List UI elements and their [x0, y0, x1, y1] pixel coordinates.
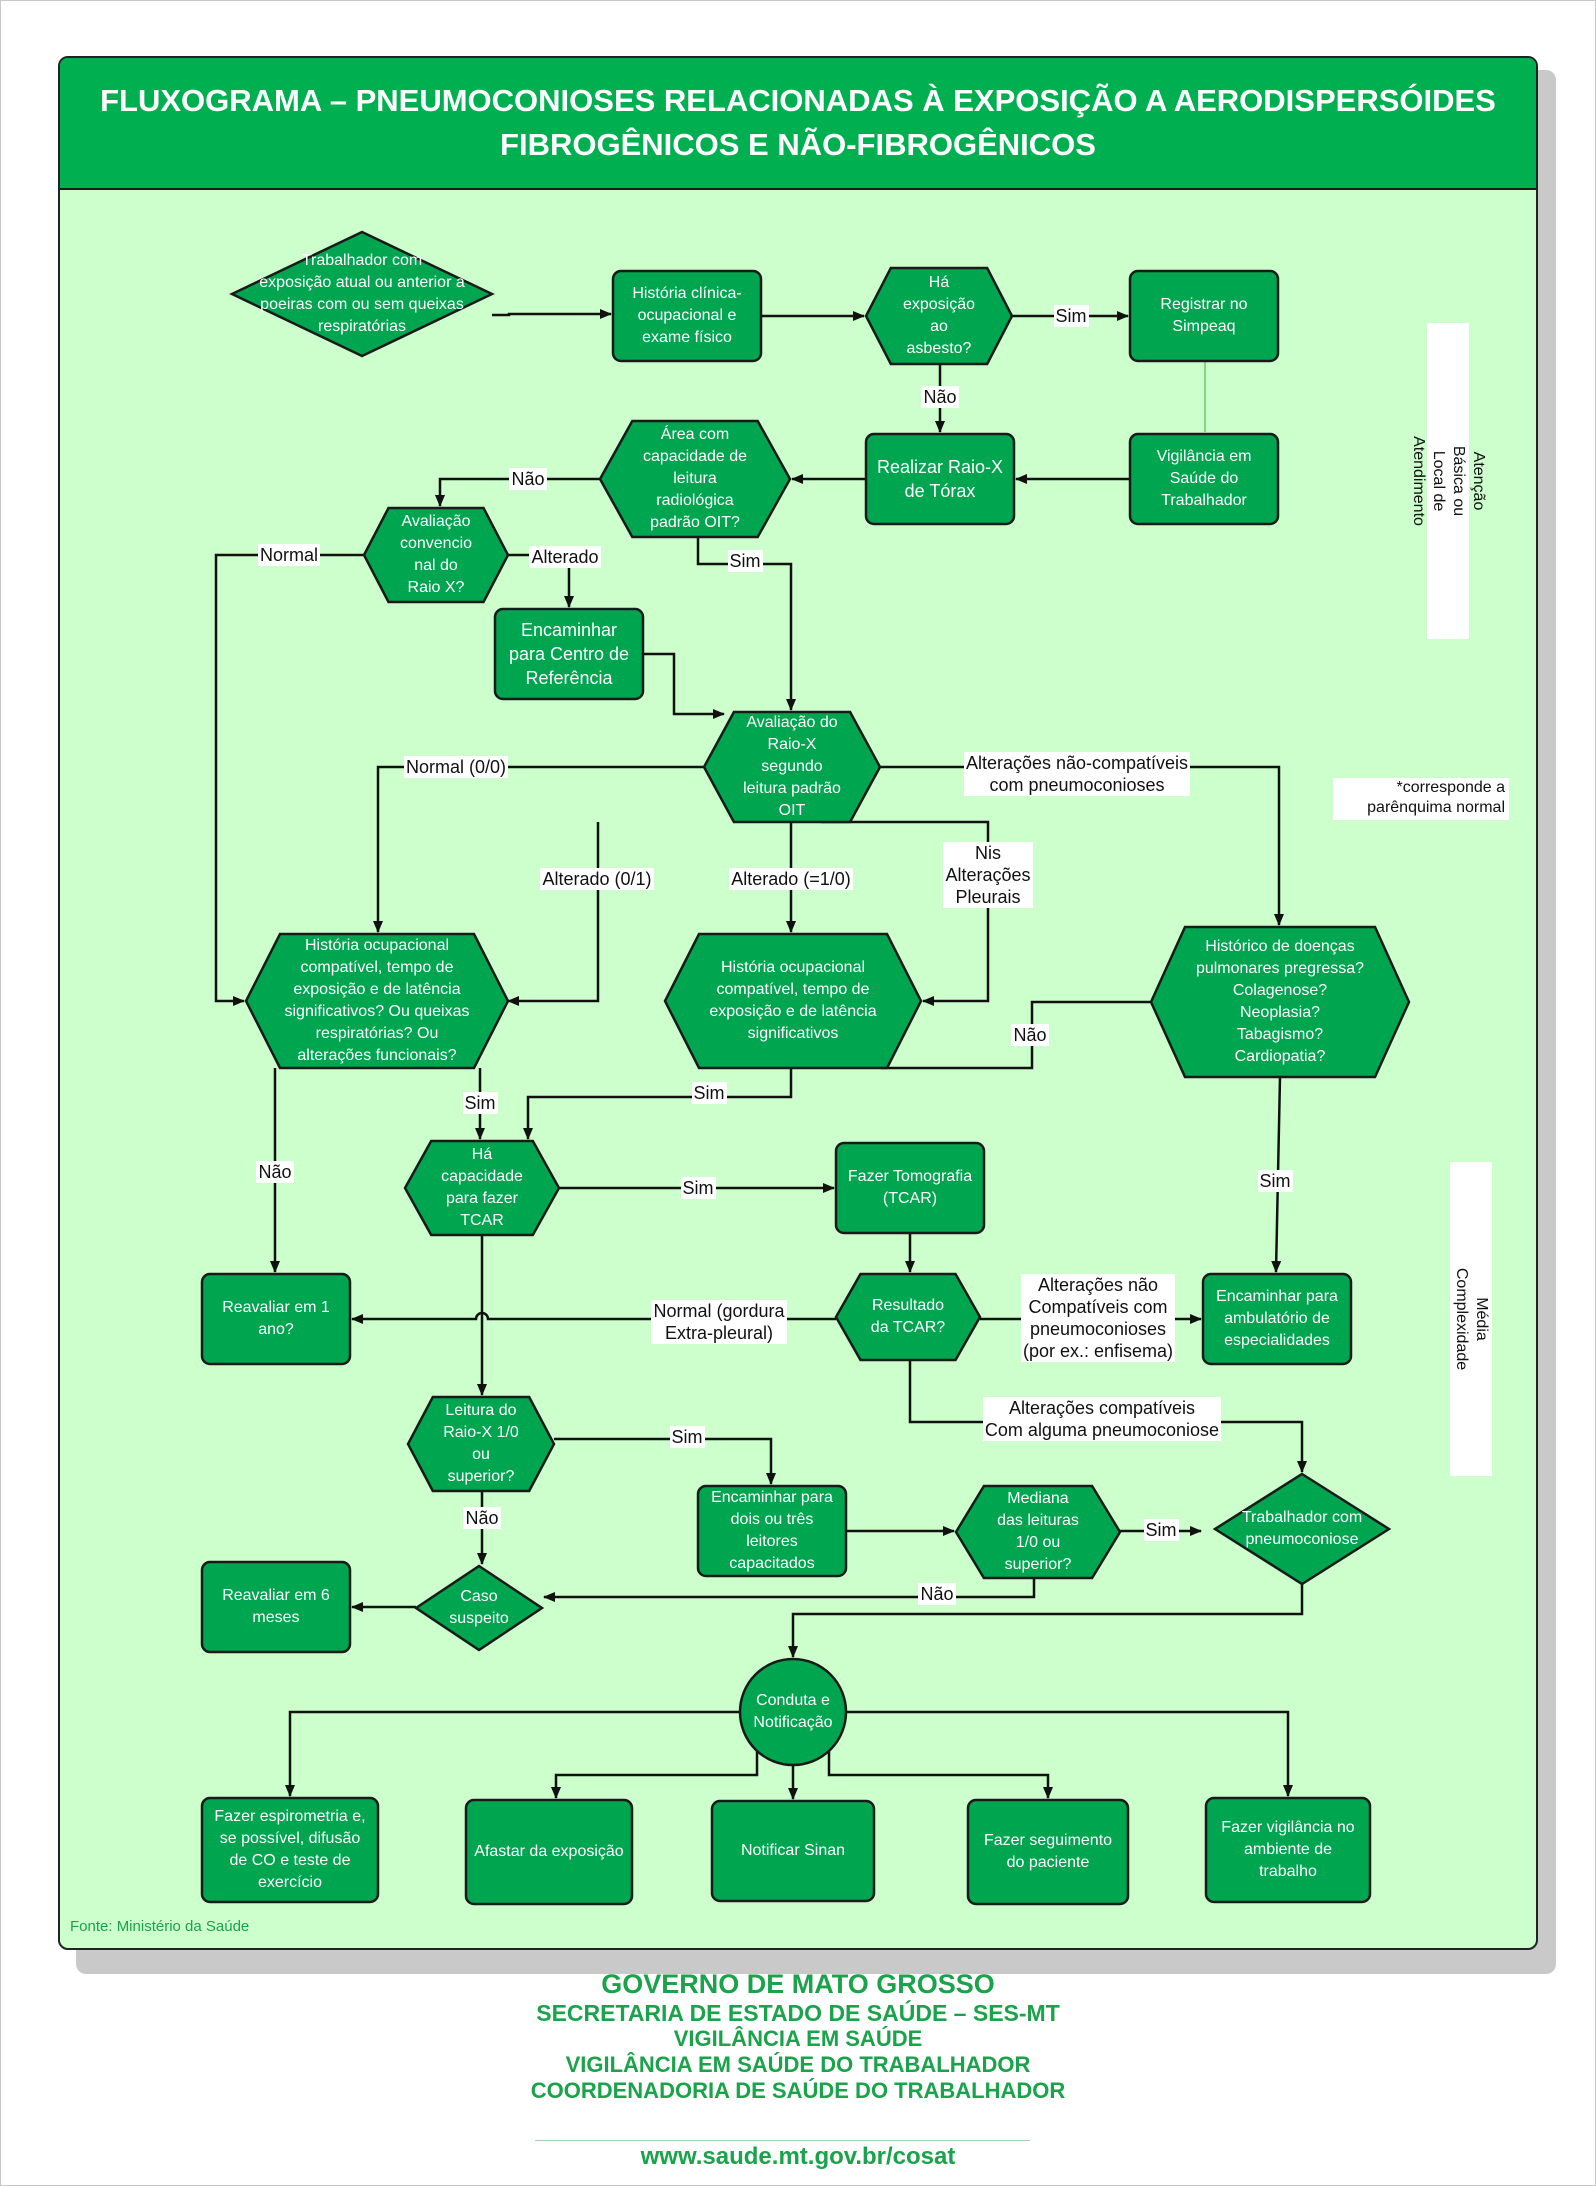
node-notificar-shape: [710, 1799, 876, 1903]
node-encaminhar-leitores-shape: [696, 1484, 848, 1578]
node-afastar-shape: [464, 1798, 634, 1906]
footer-divider: [535, 2140, 1030, 2141]
edge-label-normal-conv: Normal: [257, 544, 320, 566]
connector-12: [643, 652, 725, 719]
edge-label-sim-queixas: Sim: [462, 1092, 498, 1114]
node-vigilancia-shape: [1128, 432, 1280, 526]
node-espirometria-shape: [200, 1796, 380, 1904]
source-note: Fonte: Ministério da Saúde: [70, 1918, 250, 1935]
node-registrar-shape: [1128, 269, 1280, 363]
edge-label-sim-mediana: Sim: [1143, 1519, 1179, 1541]
footer-worker-surveillance: VIGILÂNCIA EM SAÚDE DO TRABALHADOR: [565, 2052, 1031, 2077]
title-line-2: FIBROGÊNICOS E NÃO-FIBROGÊNICOS: [500, 127, 1096, 162]
connector-17: [821, 820, 990, 1006]
connector-39: [827, 1749, 1053, 1799]
node-exposicao-asbesto-shape: [864, 266, 1014, 366]
edge-label-alteracoes-compat: Alterações compatíveis Com alguma pneumo…: [982, 1397, 1222, 1441]
connector-29: [554, 1437, 776, 1485]
footer-government: GOVERNO DE MATO GROSSO: [601, 1969, 995, 1999]
edge-label-alteracoes-nao-compat2: Alterações não Compatíveis com pneumocon…: [1020, 1274, 1176, 1362]
node-historia-clinica-shape: [611, 269, 763, 363]
node-reavaliar-6meses-shape: [200, 1560, 352, 1654]
node-reavaliar-1ano-shape: [200, 1272, 352, 1366]
node-trabalhador-pneumo-shape: [1212, 1472, 1392, 1586]
edge-label-alterado-conv: Alterado: [529, 546, 601, 568]
node-trabalhador-shape: [229, 230, 495, 358]
connector-40: [846, 1710, 1293, 1797]
edge-label-normal-00: Normal (0/0): [403, 756, 509, 778]
connector-1: [492, 309, 612, 319]
edge-label-alterado-10: Alterado (=1/0): [729, 868, 853, 890]
node-historia-latencia-shape: [663, 932, 923, 1070]
edge-label-sim-tcar: Sim: [680, 1177, 716, 1199]
side-label-primary-care: Atenção Básica ou Local de Atendimento: [1410, 323, 1487, 639]
connector-34: [788, 1584, 1304, 1658]
edge-label-nao-area: Não: [509, 468, 547, 490]
connector-15: [507, 822, 600, 1006]
edge-label-normal-gordura: Normal (gordura Extra-pleural): [651, 1300, 787, 1344]
node-resultado-tcar-shape: [834, 1272, 982, 1362]
connector-36: [285, 1710, 740, 1797]
node-avaliacao-oit-shape: [702, 710, 882, 824]
node-fazer-tomografia-shape: [834, 1141, 986, 1235]
footer-secretariat: SECRETARIA DE ESTADO DE SAÚDE – SES-MT: [536, 2000, 1060, 2026]
node-historico-doencas-shape: [1149, 925, 1411, 1079]
node-mediana-shape: [954, 1484, 1122, 1580]
connector-21: [523, 1068, 793, 1140]
node-seguimento-shape: [966, 1798, 1130, 1906]
node-avaliacao-conv-shape: [362, 506, 510, 604]
edge-label-alteracoes-nao-compat: Alterações não-compatíveis com pneumocon…: [963, 752, 1191, 796]
edge-label-nao-historico: Não: [1011, 1024, 1049, 1046]
node-encaminhar-centro-shape: [493, 607, 645, 701]
node-historia-queixas-shape: [244, 932, 510, 1070]
node-vigilancia-ambiente-shape: [1204, 1796, 1372, 1904]
edge-label-sim-registrar: Sim: [1053, 305, 1089, 327]
node-leitura-raio-shape: [406, 1395, 556, 1493]
node-area-leitura-shape: [598, 419, 792, 539]
connector-13: [373, 765, 704, 933]
edge-label-nis-pleurais: Nis Alterações Pleurais: [943, 842, 1033, 908]
edge-label-nao-leitura: Não: [463, 1507, 501, 1529]
node-raio-x-shape: [864, 432, 1016, 526]
footer-coordination: COORDENADORIA DE SAÚDE DO TRABALHADOR: [530, 2078, 1066, 2103]
edge-label-nao-asbesto: Não: [921, 386, 959, 408]
node-caso-suspeito-shape: [413, 1564, 545, 1652]
edge-label-sim-area: Sim: [727, 550, 763, 572]
title-banner: FLUXOGRAMA – PNEUMOCONIOSES RELACIONADAS…: [60, 58, 1536, 190]
footer-url[interactable]: www.saude.mt.gov.br/cosat: [640, 2143, 956, 2170]
edge-label-nao-queixas: Não: [256, 1161, 294, 1183]
connector-33: [543, 1578, 1036, 1602]
side-label-primary-care-text: Atenção Básica ou Local de Atendimento: [1410, 436, 1487, 526]
edge-label-sim-leitura: Sim: [669, 1426, 705, 1448]
connector-8: [435, 477, 600, 507]
edge-label-sim-historico: Sim: [1257, 1170, 1293, 1192]
side-label-medium-complexity: Média Complexidade: [1450, 1162, 1492, 1476]
footer-health-surveillance: VIGILÂNCIA EM SAÚDE: [673, 2026, 923, 2051]
footer: GOVERNO DE MATO GROSSO SECRETARIA DE EST…: [0, 1968, 1596, 2104]
footnote: *corresponde a parênquima normal: [1333, 778, 1509, 820]
node-encaminhar-ambulatorio-shape: [1201, 1272, 1353, 1366]
edge-label-alterado-01: Alterado (0/1): [540, 868, 654, 890]
node-capacidade-tcar-shape: [403, 1139, 561, 1237]
connector-37: [551, 1749, 759, 1799]
edge-label-nao-mediana: Não: [918, 1583, 956, 1605]
side-label-medium-complexity-text: Média Complexidade: [1453, 1267, 1490, 1371]
node-conduta-shape: [738, 1657, 848, 1767]
title-line-1: FLUXOGRAMA – PNEUMOCONIOSES RELACIONADAS…: [100, 83, 1496, 118]
edge-label-sim-latencia: Sim: [691, 1082, 727, 1104]
